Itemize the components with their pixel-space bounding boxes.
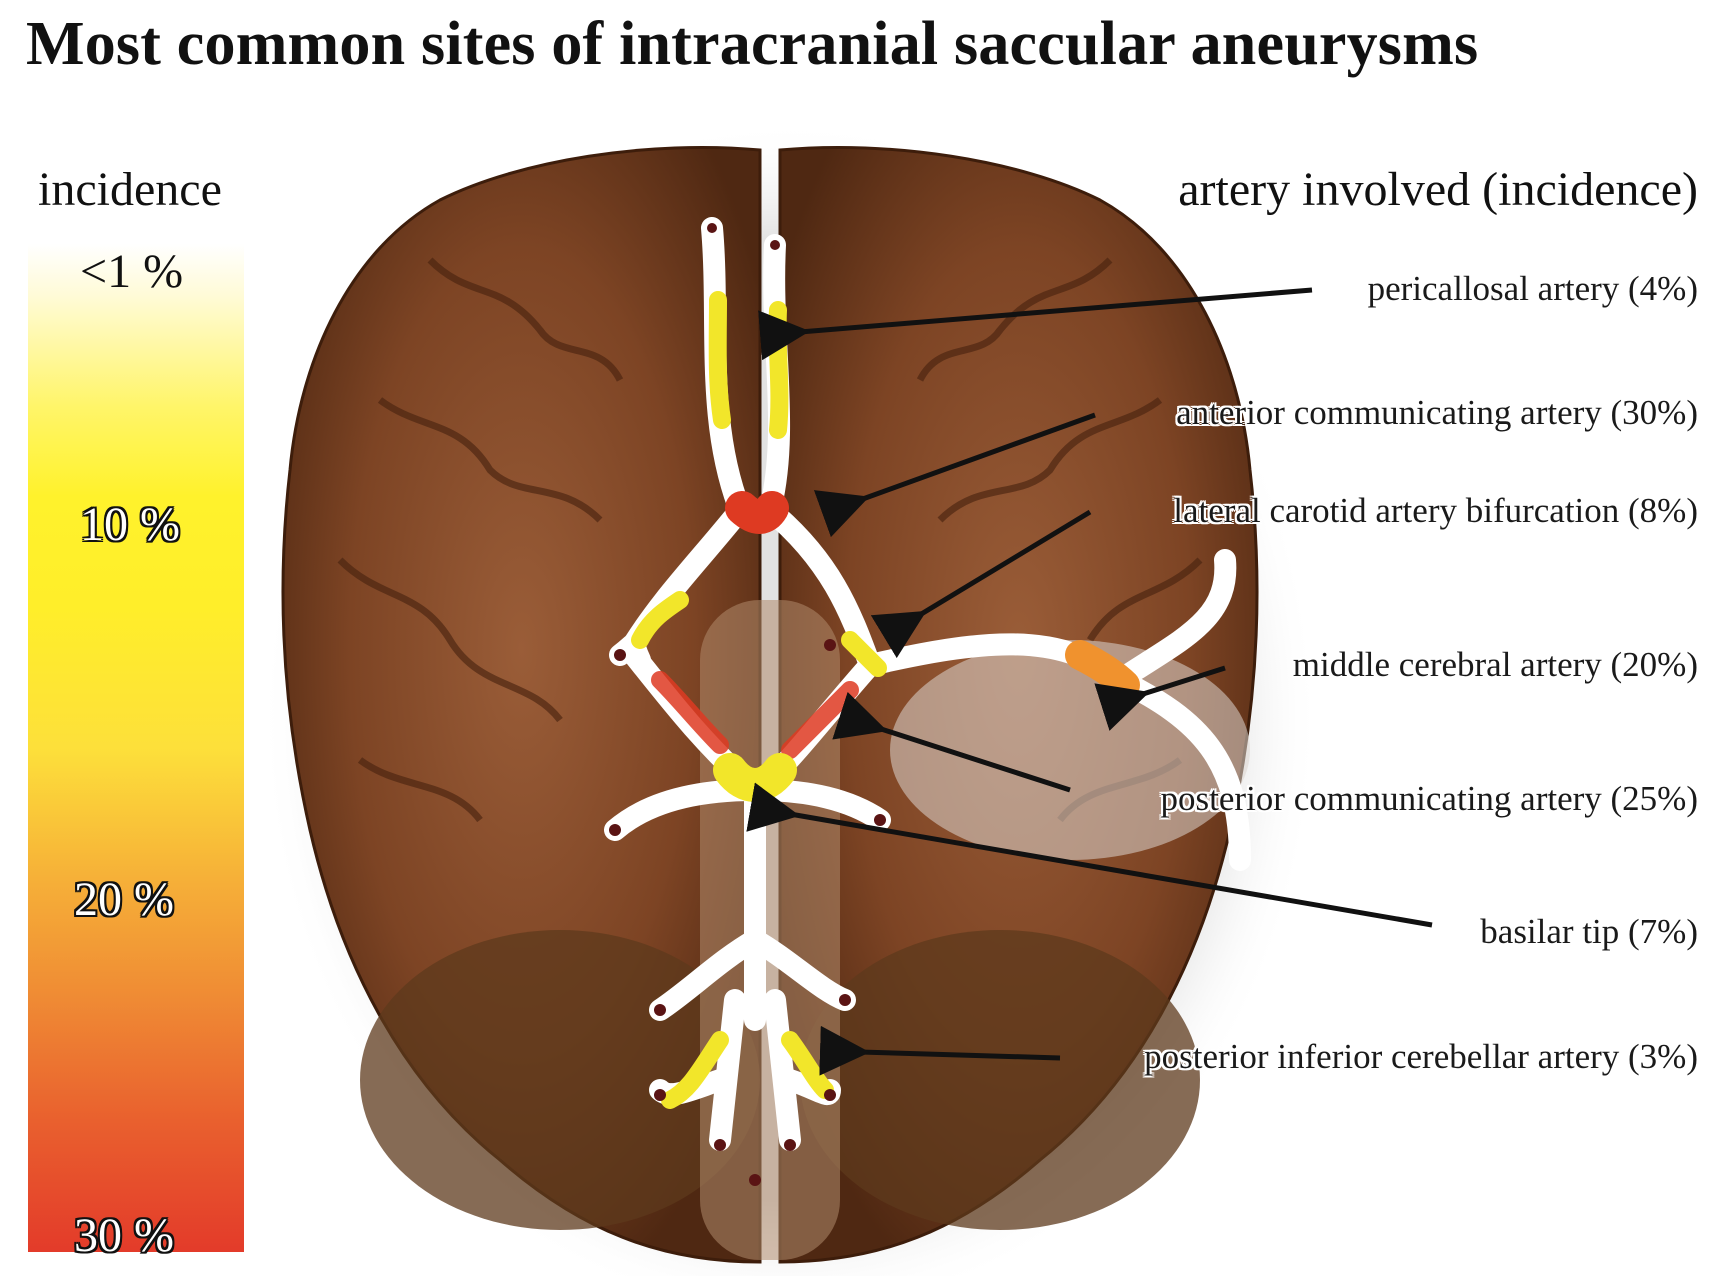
basilar-tip-site — [713, 753, 797, 802]
legend-heading: incidence — [38, 163, 222, 216]
site-label-carotid-bifurcation: lateral carotid artery bifurcation (8%) — [1173, 491, 1698, 530]
arrow-posterior-communicating — [832, 691, 1071, 793]
site-label-anterior-communicating: anterior communicating artery (30%) — [1176, 393, 1698, 432]
pericallosal-site-right — [768, 301, 789, 439]
tick-label-lt1: <1 % — [80, 245, 184, 298]
figure-title: Most common sites of intracranial saccul… — [26, 10, 1479, 78]
arrow-anterior-communicating — [813, 412, 1096, 538]
cortical-folds — [337, 257, 1203, 823]
pericallosal-site — [708, 291, 731, 429]
brainstem — [700, 600, 840, 1260]
posterior-communicating-site-left — [651, 671, 729, 754]
tick-label-10: 10 % — [80, 498, 180, 551]
vessel-endpoints — [609, 223, 886, 1186]
leader-arrows — [746, 287, 1433, 1076]
tick-label-30: 30 % — [74, 1209, 174, 1262]
incidence-color-scale — [28, 244, 244, 1252]
site-label-pericallosal: pericallosal artery (4%) — [1367, 269, 1698, 308]
site-label-middle-cerebral: middle cerebral artery (20%) — [1292, 645, 1698, 684]
anterior-communicating-site — [725, 491, 789, 534]
arrow-pica — [819, 1025, 1061, 1076]
tick-label-20: 20 % — [74, 873, 174, 926]
arrow-basilar-tip — [746, 782, 1433, 928]
carotid-bifurcation-site-left — [631, 591, 689, 649]
arrow-pericallosal — [758, 287, 1313, 361]
arrow-middle-cerebral — [1094, 665, 1226, 731]
middle-cerebral-site — [1065, 640, 1140, 700]
site-label-pica: posterior inferior cerebellar artery (3%… — [1144, 1037, 1698, 1076]
arrow-carotid-bifurcation — [870, 509, 1092, 659]
pica-site-right — [781, 1031, 834, 1099]
carotid-bifurcation-site-right — [841, 631, 887, 677]
pica-site-left — [661, 1031, 729, 1109]
site-label-basilar-tip: basilar tip (7%) — [1480, 912, 1698, 951]
site-label-posterior-communicating: posterior communicating artery (25%) — [1160, 779, 1698, 818]
sites-heading: artery involved (incidence) — [1178, 163, 1698, 216]
right-cerebellum — [800, 930, 1200, 1230]
